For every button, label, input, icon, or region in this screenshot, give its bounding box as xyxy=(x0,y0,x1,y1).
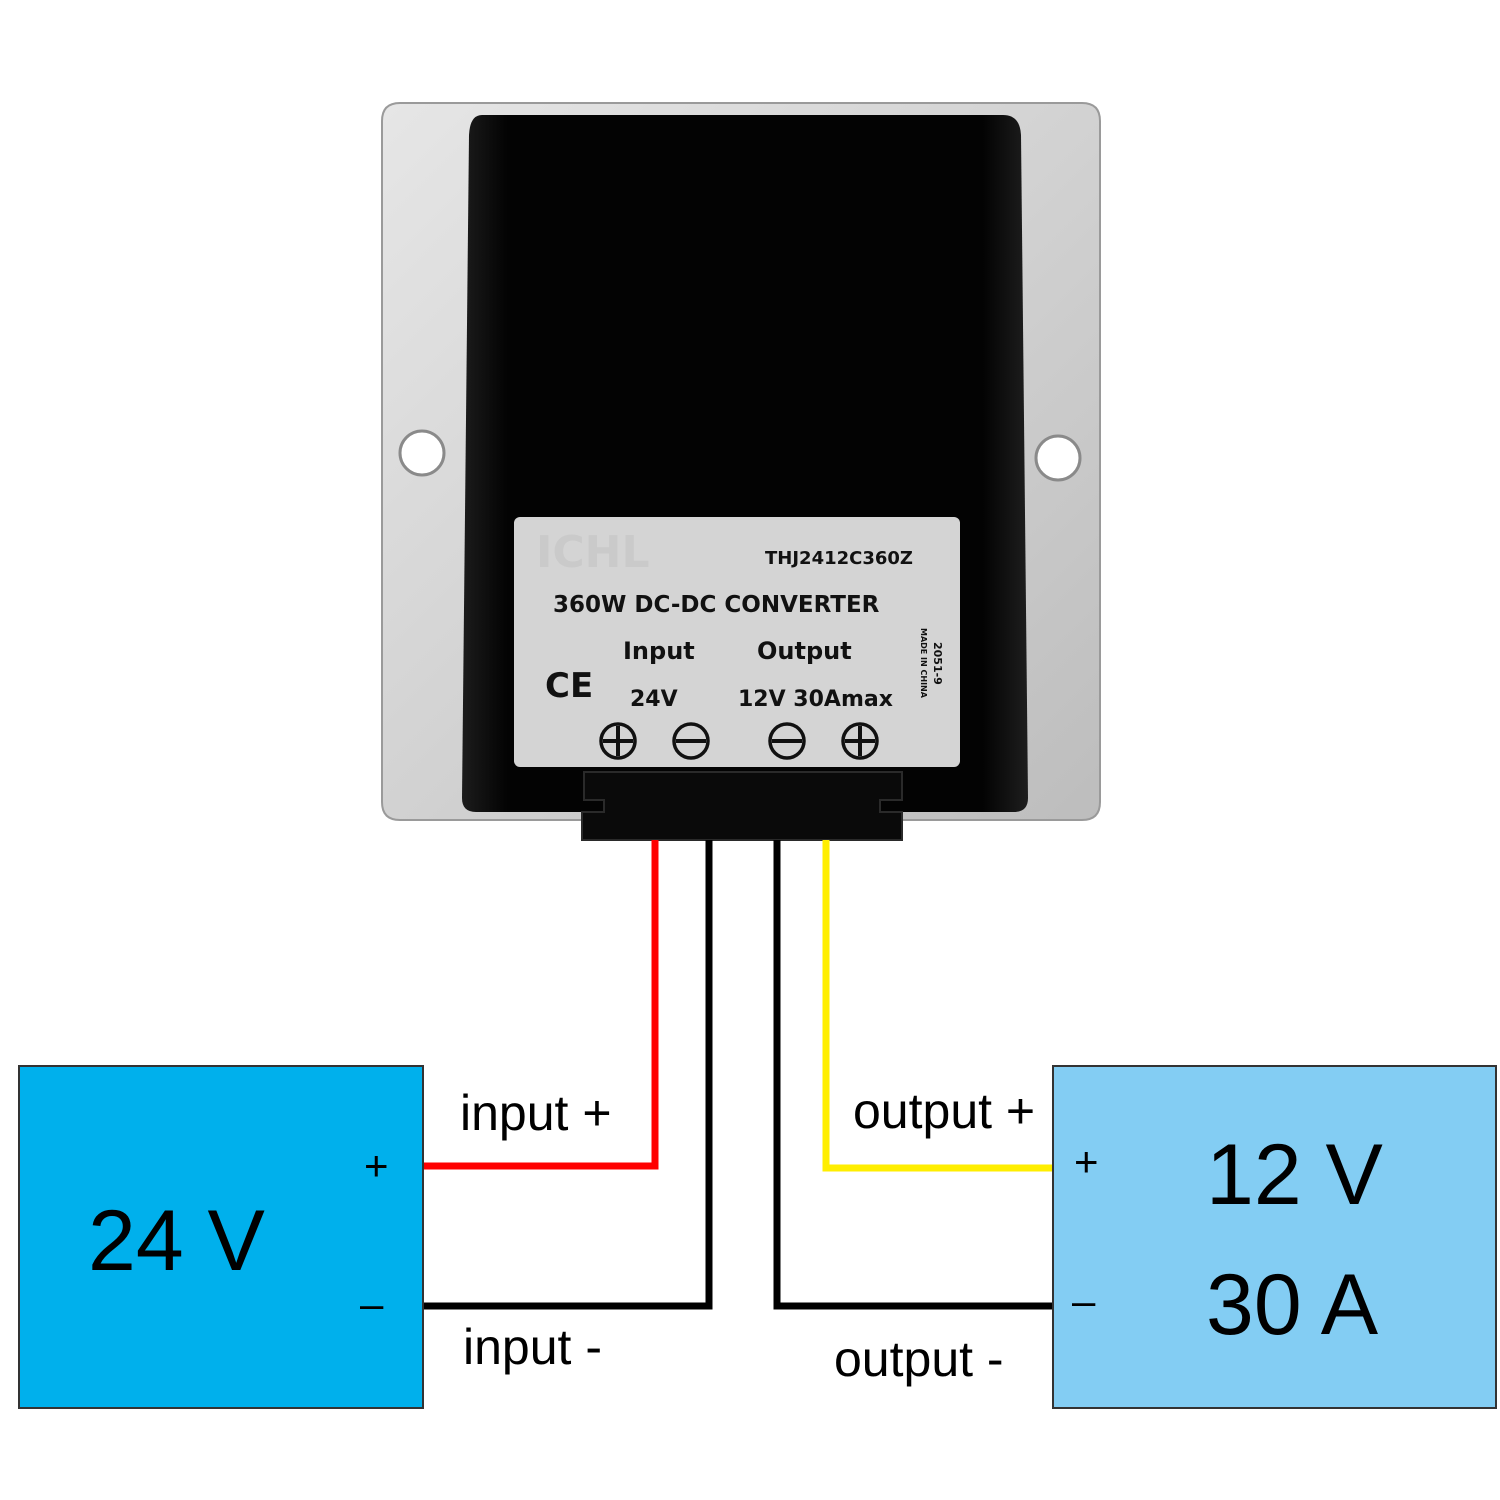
source-minus: – xyxy=(360,1280,384,1327)
spec-label xyxy=(514,517,960,767)
ce-mark: CE xyxy=(545,666,593,706)
mounting-hole-left xyxy=(398,429,446,477)
input-minus-label: input - xyxy=(463,1319,602,1375)
converter: ICHL THJ2412C360Z 360W DC-DC CONVERTER I… xyxy=(381,102,1101,841)
load-voltage: 12 V xyxy=(1206,1127,1383,1223)
wire-input-minus xyxy=(424,840,713,1310)
converter-title: 360W DC-DC CONVERTER xyxy=(553,592,880,618)
origin-text: MADE IN CHINA xyxy=(919,628,928,699)
input-rating: 24V xyxy=(630,687,678,712)
source-box: 24 V + – xyxy=(18,1065,424,1409)
input-heading: Input xyxy=(623,637,695,665)
load-current: 30 A xyxy=(1206,1257,1379,1353)
minus-circle-icon xyxy=(672,722,710,760)
wire-output-plus xyxy=(822,840,1053,1172)
source-plus: + xyxy=(364,1142,389,1189)
source-voltage: 24 V xyxy=(88,1193,265,1289)
output-plus-label: output + xyxy=(853,1083,1035,1139)
plus-circle-icon xyxy=(841,722,879,760)
load-minus: – xyxy=(1072,1277,1096,1324)
batch-code: 2051-9 xyxy=(931,642,944,685)
output-rating: 12V 30Amax xyxy=(738,687,893,712)
load-box: 12 V 30 A + – xyxy=(1052,1065,1497,1409)
plus-circle-icon xyxy=(599,722,637,760)
wire-input-plus xyxy=(424,840,659,1170)
minus-circle-icon xyxy=(768,722,806,760)
brand-logo: ICHL xyxy=(536,527,650,578)
model-number: THJ2412C360Z xyxy=(765,548,913,569)
output-minus-label: output - xyxy=(834,1331,1004,1387)
mounting-hole-right xyxy=(1034,434,1082,482)
wire-output-minus xyxy=(773,840,1053,1310)
wires xyxy=(424,840,1053,1310)
cable-gland xyxy=(581,771,903,841)
load-plus: + xyxy=(1074,1138,1099,1185)
input-plus-label: input + xyxy=(460,1085,612,1141)
output-heading: Output xyxy=(757,637,852,665)
